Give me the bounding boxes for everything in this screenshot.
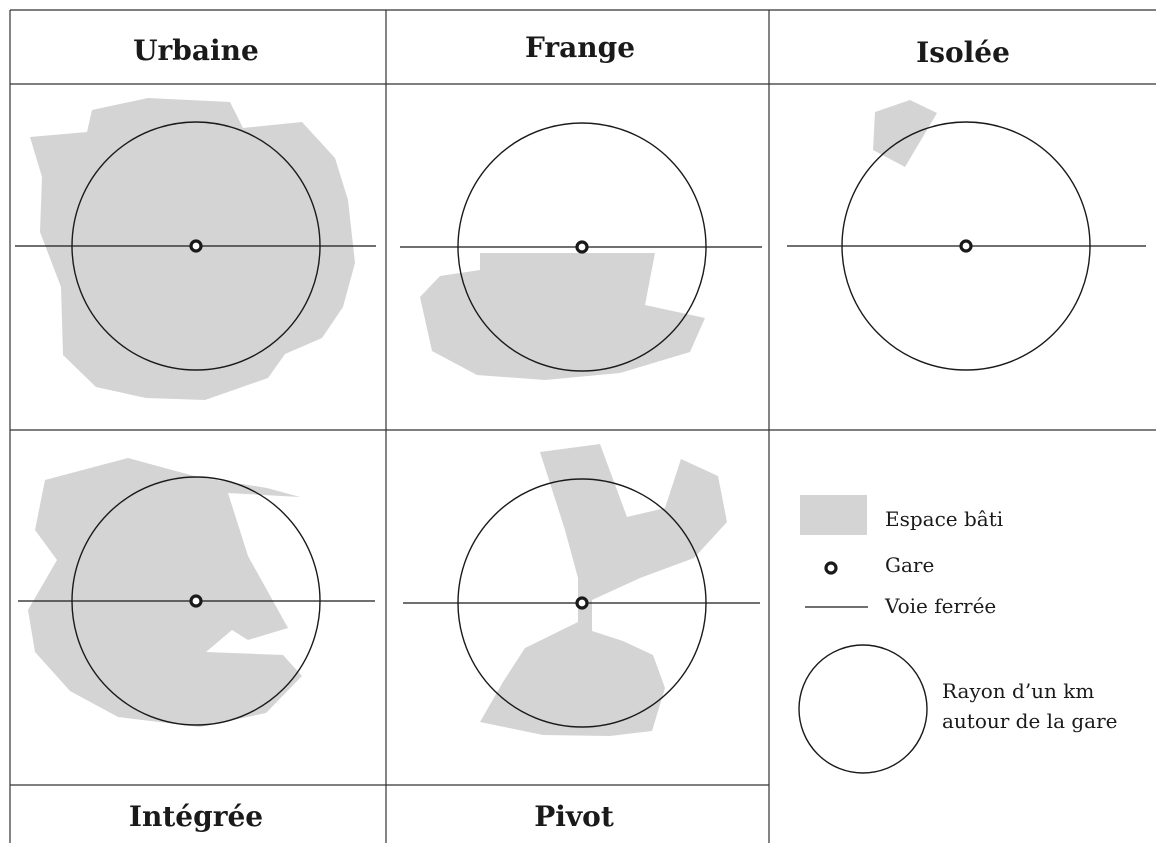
built-area-integree xyxy=(28,458,302,727)
panel-integree xyxy=(18,458,375,727)
panel-pivot xyxy=(403,444,760,736)
station-integree xyxy=(189,594,203,608)
legend-label-station: Gare xyxy=(885,553,934,577)
title-pivot: Pivot xyxy=(534,800,614,833)
legend-label-railway: Voie ferrée xyxy=(884,594,996,618)
legend-label-radius-line1: Rayon d’un km xyxy=(942,679,1094,703)
table-grid xyxy=(9,9,1156,843)
station-isolee xyxy=(959,239,973,253)
title-integree: Intégrée xyxy=(129,800,263,833)
legend-label-built: Espace bâti xyxy=(885,507,1003,531)
title-isolee: Isolée xyxy=(916,36,1010,69)
panel-isolee xyxy=(787,100,1146,371)
legend-symbol-radius xyxy=(798,644,928,774)
station-frange xyxy=(575,240,589,254)
built-area-pivot xyxy=(480,444,727,736)
built-area-frange xyxy=(420,253,705,380)
legend-symbol-station xyxy=(824,561,838,575)
title-urbaine: Urbaine xyxy=(133,34,259,67)
panel-frange xyxy=(400,122,762,380)
title-frange: Frange xyxy=(525,31,635,64)
station-urbaine xyxy=(189,239,203,253)
legend-label-radius-line2: autour de la gare xyxy=(942,709,1117,733)
legend: Espace bâti Gare Voie ferrée Rayon d’un … xyxy=(798,495,1117,774)
legend-swatch-built xyxy=(800,495,867,535)
built-area-isolee xyxy=(873,100,937,167)
panel-urbaine xyxy=(15,98,376,400)
station-pivot xyxy=(575,596,589,610)
